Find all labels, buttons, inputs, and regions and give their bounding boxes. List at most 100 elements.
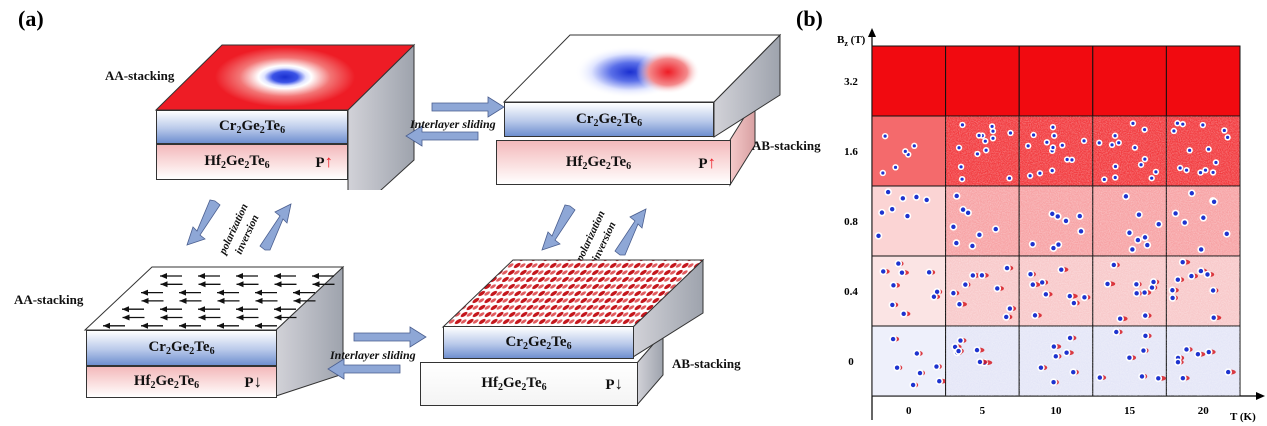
skyrmion-core (1145, 242, 1150, 248)
spin-arrow-head (103, 322, 110, 329)
temperature-tick-label: 15 (1124, 405, 1136, 417)
spin-arrow-head (160, 273, 167, 279)
spin-arrow-head (255, 322, 262, 329)
skyrmion-core (1056, 242, 1061, 247)
skyrmion-core (977, 359, 983, 365)
arrow-right-top (431, 96, 505, 118)
arrow-up-right (614, 208, 647, 256)
skyrmion-core (1142, 128, 1147, 132)
skyrmion-core (1149, 285, 1155, 290)
b-field-tick-label: 0.4 (844, 286, 858, 298)
heatmap-cell-noise (945, 116, 1020, 186)
b-field-tick-labels: 3.21.60.80.40 (844, 76, 858, 368)
skyrmion-core (1008, 131, 1013, 135)
spin-arrow-head (274, 314, 282, 321)
skyrmion-core (954, 193, 959, 199)
spin-arrow-head (141, 322, 148, 329)
spin-arrow-head (236, 273, 243, 279)
meron-red (636, 50, 700, 94)
spin-arrow-head (255, 297, 263, 304)
skyrmion-core (1156, 376, 1161, 381)
x-axis-label: T (K) (1230, 411, 1256, 423)
skyrmion-core (1198, 170, 1203, 175)
heatmap-cell-noise (1092, 116, 1167, 186)
skyrmion-core (1142, 235, 1148, 240)
skyrmion-core (1070, 158, 1074, 162)
skyrmion-core (1170, 295, 1175, 301)
skyrmion-core (883, 134, 887, 138)
top-right-stacking-label: AB-stacking (752, 138, 821, 153)
skyrmion-core (1211, 199, 1217, 204)
skyrmion-core (1004, 314, 1009, 320)
skyrmion-core (1198, 268, 1204, 274)
skyrmion-core (1055, 214, 1060, 219)
left-inversion-text: polarization inversion (216, 202, 261, 257)
skyrmion-core (937, 379, 942, 384)
heatmap-cell (945, 45, 1020, 117)
skyrmion-core (917, 370, 923, 376)
skyrmion-core (1142, 290, 1147, 295)
skyrmion-core (991, 129, 995, 133)
skyrmion-core (1211, 170, 1215, 175)
skyrmion-core (1102, 177, 1106, 182)
skyrmion-core (957, 146, 961, 150)
skyrmion-core (995, 286, 1000, 291)
spin-arrow-head (312, 281, 320, 288)
heatmap-cell (871, 185, 947, 257)
skyrmion-core (876, 233, 881, 239)
bottom-right-hf-layer: Hf2Ge2Te6 P↓ (420, 362, 638, 406)
skyrmion-core (1071, 369, 1076, 375)
skyrmion-core (900, 196, 906, 201)
temperature-tick-label: 10 (1051, 405, 1063, 417)
skyrmion-core (1038, 365, 1044, 370)
skyrmion-core (960, 177, 964, 181)
heatmap-cell (1165, 45, 1241, 117)
skyrmion-core (1133, 145, 1137, 150)
skyrmion-core (1030, 282, 1036, 287)
top-left-hf-layer: Hf2Ge2Te6 P↑ (156, 144, 348, 180)
skyrmion-core (1051, 145, 1055, 150)
skyrmion-core (951, 224, 956, 230)
temperature-tick-label: 5 (980, 405, 986, 417)
skyrmion-core (1131, 121, 1135, 125)
skyrmion-core (1053, 354, 1058, 359)
skyrmion-core (1195, 352, 1201, 357)
spin-arrow-head (274, 281, 282, 288)
arrow-up-left (259, 203, 292, 251)
skyrmion-core (1067, 293, 1072, 299)
heatmap-cell (871, 325, 947, 397)
skyrmion-core (1172, 129, 1176, 133)
spin-arrow-head (122, 306, 129, 313)
skyrmion-core (1082, 139, 1086, 143)
spin-arrow-head (274, 306, 281, 313)
heatmap-cell-noise (1092, 256, 1167, 326)
skyrmion-core (1226, 135, 1230, 139)
skyrmion-core (924, 197, 929, 203)
skyrmion-core (914, 351, 920, 356)
arrow-left-top (405, 125, 479, 147)
skyrmion-core (1203, 168, 1208, 172)
y-axis-arrowhead (868, 28, 876, 37)
skyrmion-core (979, 273, 985, 278)
spin-arrow-head (236, 314, 244, 321)
skyrmion-core (1026, 144, 1030, 148)
skyrmion-core (1189, 191, 1194, 196)
skyrmion-core (926, 270, 932, 275)
spin-arrow-head (198, 306, 205, 313)
spin-arrow-head (217, 297, 225, 304)
top-right-hf-layer: Hf2Ge2Te6 P↑ (496, 140, 731, 185)
skyrmion-core (910, 382, 916, 388)
spin-arrow-head (141, 297, 149, 304)
skyrmion-core (1127, 355, 1132, 360)
temperature-tick-label: 0 (906, 405, 912, 417)
bottom-sliding-arrows (327, 326, 427, 380)
skyrmion-core (903, 149, 907, 153)
skyrmion-core (952, 344, 958, 350)
skyrmion-core (1030, 241, 1035, 247)
right-inversion-text: polarization inversion (573, 209, 618, 264)
skyrmion-core (1067, 335, 1073, 341)
skyrmion-core (1139, 163, 1143, 167)
skyrmion-core (1175, 277, 1181, 282)
skyrmion-core (1205, 272, 1210, 277)
